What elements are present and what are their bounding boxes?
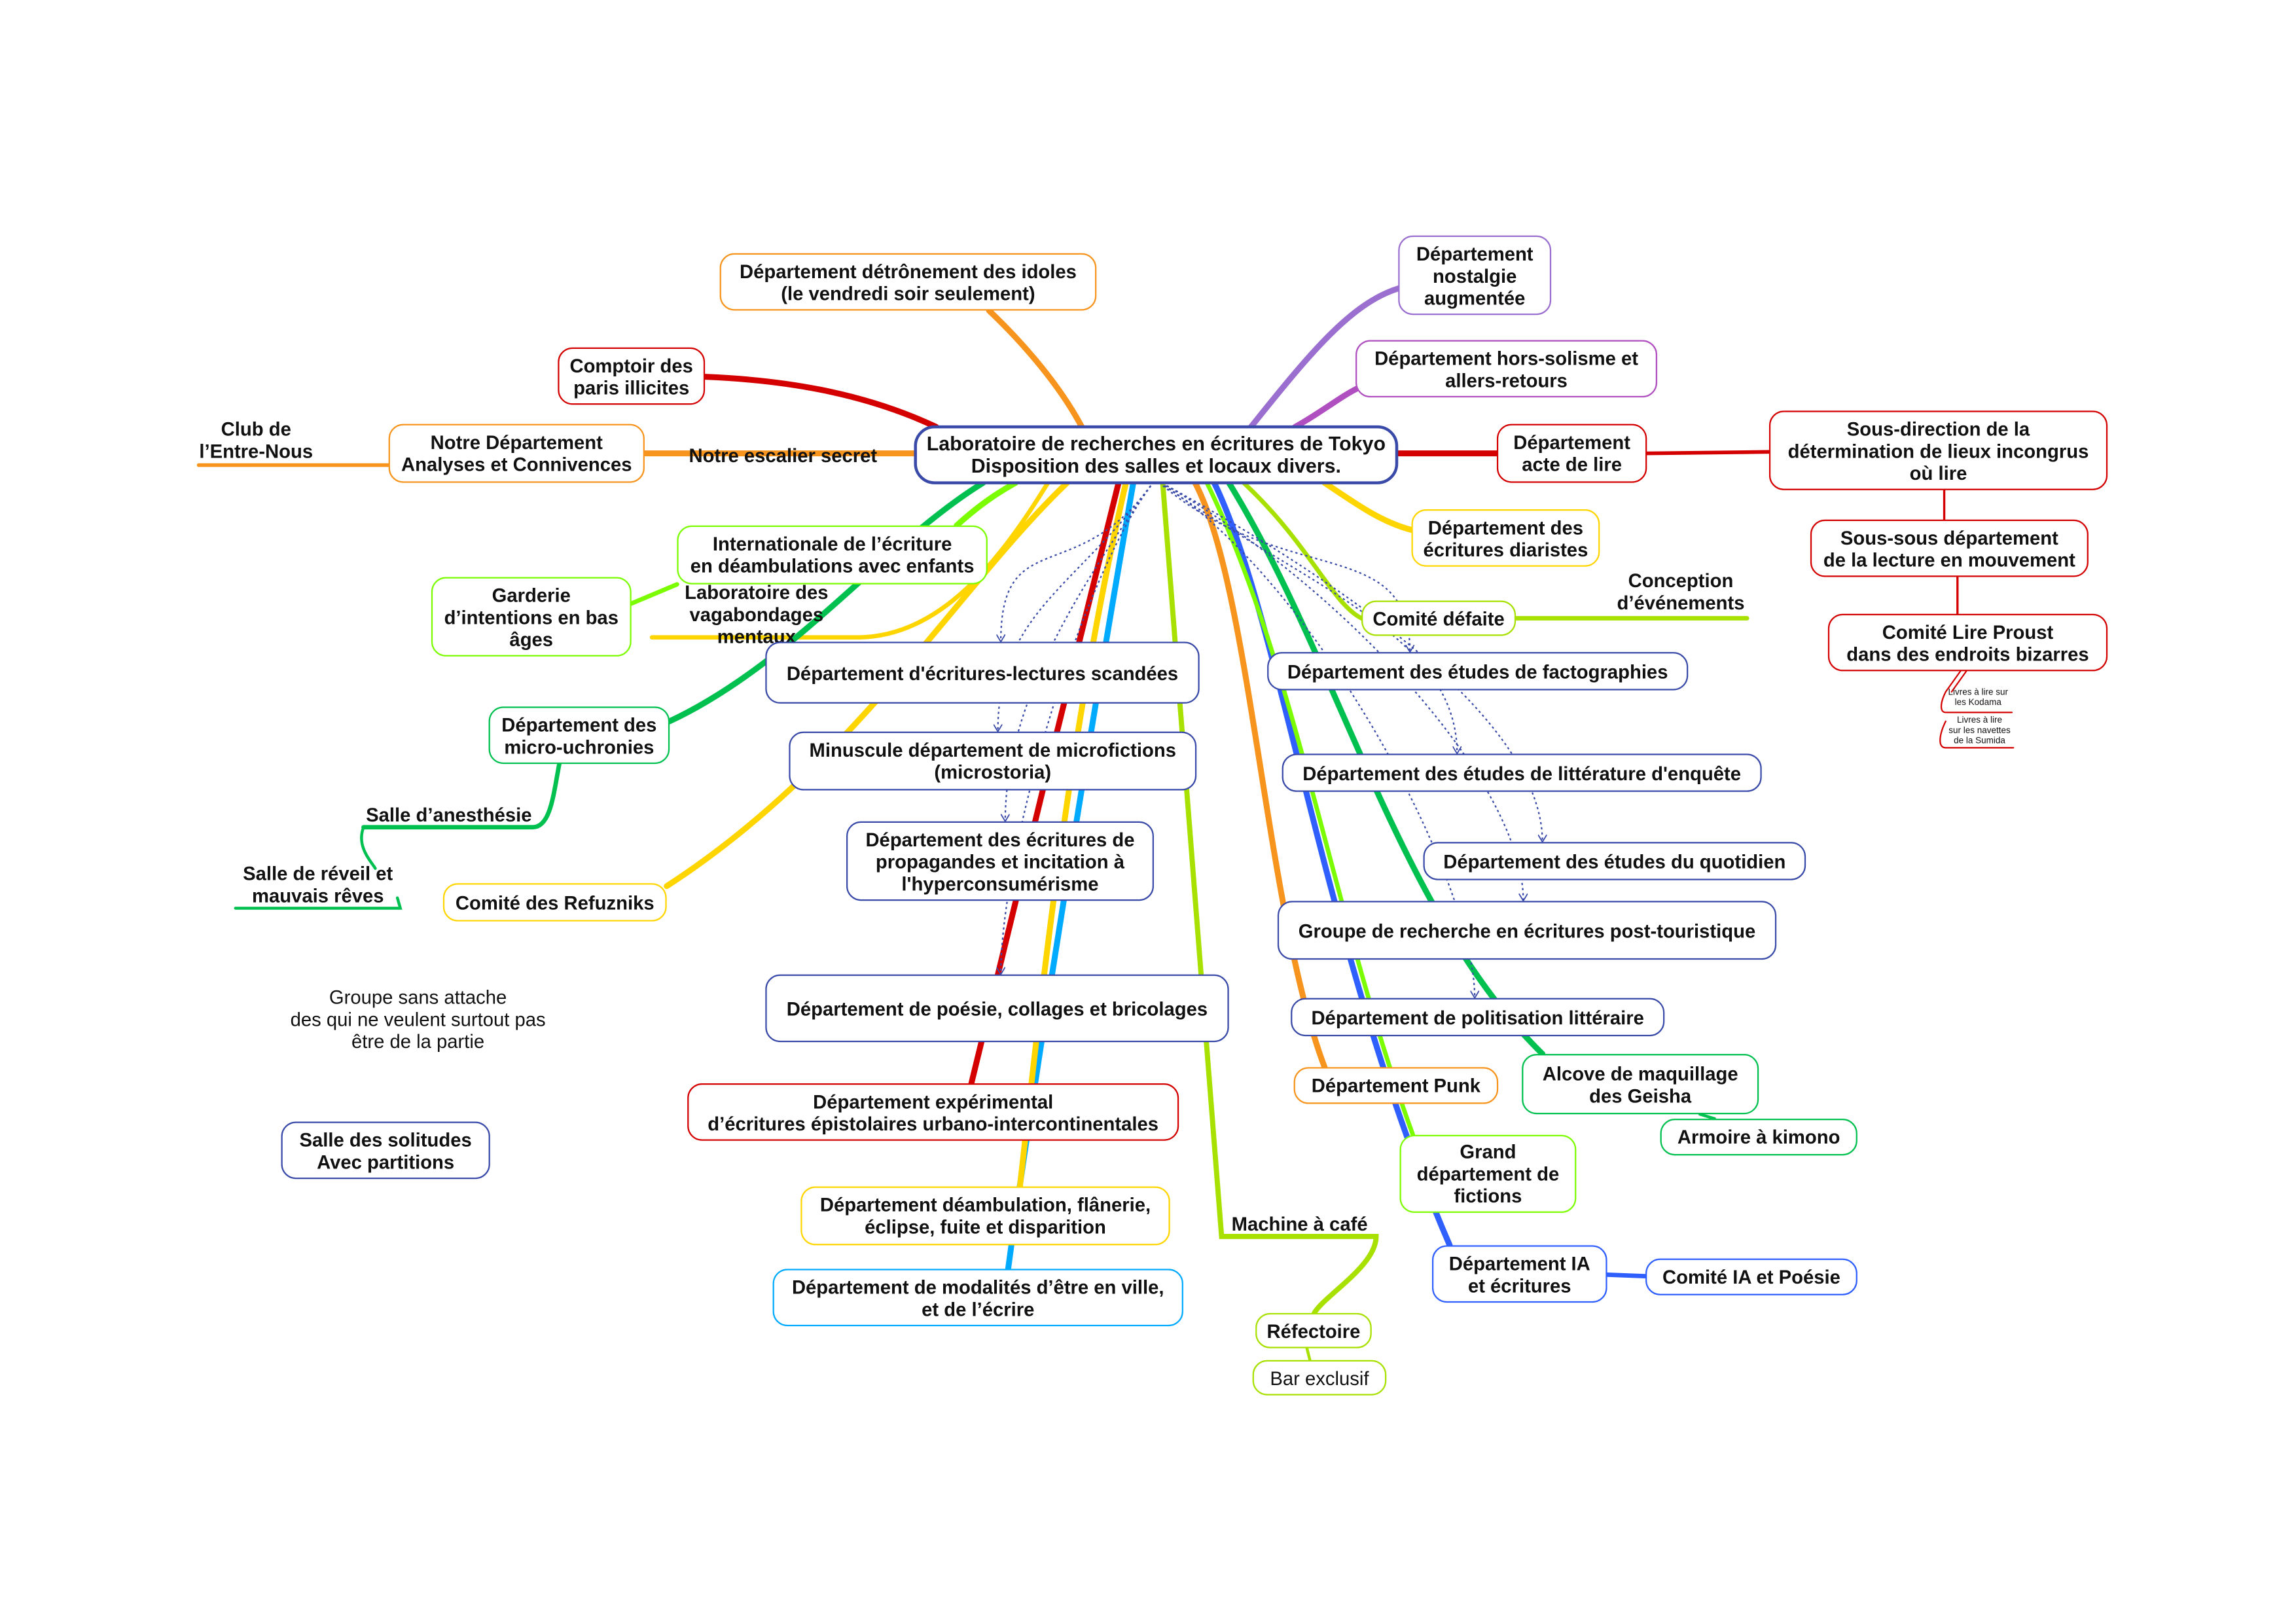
topic-defaite[interactable]: Comité défaite <box>1361 600 1516 636</box>
connector-line <box>234 896 403 910</box>
topic-scandees[interactable]: Département d'écritures-lectures scandée… <box>765 641 1200 704</box>
topic-punk[interactable]: Département Punk <box>1293 1067 1499 1104</box>
topic-cafe[interactable]: Machine à café <box>1231 1212 1368 1235</box>
connector-line <box>1247 285 1401 430</box>
topic-refuzniks[interactable]: Comité des Refuzniks <box>442 883 667 922</box>
connector-line <box>1192 480 1328 1070</box>
topic-anesthesie[interactable]: Salle d’anesthésie <box>366 803 532 825</box>
topic-nostalgie[interactable]: Département nostalgie augmentée <box>1398 235 1552 316</box>
topic-reveil[interactable]: Salle de réveil et mauvais rêves <box>243 861 393 907</box>
topic-club[interactable]: Club de l’Entre-Nous <box>199 418 314 463</box>
topic-bar[interactable]: Bar exclusif <box>1252 1360 1387 1396</box>
topic-sansattache[interactable]: Groupe sans attache des qui ne veulent s… <box>290 986 546 1053</box>
topic-kodama[interactable]: Livres à lire sur les Kodama <box>1948 688 2008 708</box>
topic-refectoire[interactable]: Réfectoire <box>1255 1312 1372 1348</box>
connector-line <box>1945 670 1967 693</box>
topic-kimono[interactable]: Armoire à kimono <box>1660 1119 1857 1156</box>
topic-sumida[interactable]: Livres à lire sur les navettes de la Sum… <box>1948 715 2011 746</box>
topic-quotidien[interactable]: Département des études du quotidien <box>1423 842 1806 880</box>
connector-line <box>629 582 679 606</box>
topic-ia[interactable]: Département IA et écritures <box>1431 1245 1607 1303</box>
connector-line <box>1605 1272 1648 1278</box>
topic-actelire[interactable]: Département acte de lire <box>1496 424 1647 483</box>
relation-arrow <box>1162 485 1410 652</box>
topic-enquete[interactable]: Département des études de littérature d'… <box>1282 753 1762 792</box>
topic-conception[interactable]: Conception d’événements <box>1617 569 1745 614</box>
topic-epistolaires[interactable]: Département expérimental d’écritures épi… <box>687 1083 1179 1141</box>
connector-line <box>1321 480 1415 533</box>
topic-horssolisme[interactable]: Département hors-solisme et allers-retou… <box>1355 340 1658 398</box>
topic-modalites[interactable]: Département de modalités d’être en ville… <box>772 1269 1183 1327</box>
connector-line <box>361 761 562 830</box>
connector-line <box>986 307 1085 430</box>
connector-line <box>1939 720 2015 749</box>
connector-line <box>666 480 986 725</box>
connector-line <box>1645 450 1771 456</box>
topic-fictions[interactable]: Grand département de fictions <box>1399 1134 1577 1213</box>
connector-line <box>1305 1346 1312 1362</box>
relation-arrow <box>1164 485 1475 998</box>
connector-line <box>1211 480 1453 1248</box>
connector-line <box>1698 1113 1716 1121</box>
topic-diaristes[interactable]: Département des écritures diaristes <box>1411 509 1600 567</box>
connector-line <box>360 825 377 870</box>
central-topic[interactable]: Laboratoire de recherches en écritures d… <box>914 425 1399 484</box>
topic-posttour[interactable]: Groupe de recherche en écritures post-to… <box>1277 901 1777 960</box>
connector-line <box>954 480 1019 529</box>
topic-propagandes[interactable]: Département des écritures de propagandes… <box>846 821 1154 901</box>
topic-idoles[interactable]: Département détrônement des idoles (le v… <box>719 253 1097 311</box>
connector-line <box>1241 480 1749 621</box>
connector-line <box>1940 691 2013 713</box>
topic-soussous[interactable]: Sous-sous département de la lecture en m… <box>1810 519 2089 577</box>
topic-proust[interactable]: Comité Lire Proust dans des endroits biz… <box>1827 613 2108 672</box>
topic-deambulation[interactable]: Département déambulation, flânerie, écli… <box>800 1186 1170 1246</box>
relation-arrow <box>1001 485 1152 975</box>
topic-analyses[interactable]: Notre Département Analyses et Connivence… <box>388 424 645 483</box>
topic-uchronies[interactable]: Département des micro-uchronies <box>488 706 670 765</box>
topic-poesie[interactable]: Département de poésie, collages et brico… <box>765 974 1229 1043</box>
connector-line <box>649 480 1050 640</box>
topic-solitudes[interactable]: Salle des solitudes Avec partitions <box>281 1121 490 1180</box>
connector-line <box>1292 386 1360 430</box>
connector-line <box>702 374 939 430</box>
topic-sousdir[interactable]: Sous-direction de la détermination de li… <box>1768 410 2108 490</box>
topic-vagabondages[interactable]: Laboratoire des vagabondages mentaux <box>685 581 829 647</box>
topic-comptoir[interactable]: Comptoir des paris illicites <box>558 347 706 405</box>
topic-microfictions[interactable]: Minuscule département de microfictions (… <box>789 731 1197 791</box>
topic-politisation[interactable]: Département de politisation littéraire <box>1291 998 1665 1037</box>
topic-factographies[interactable]: Département des études de factographies <box>1267 652 1689 691</box>
topic-internationale[interactable]: Internationale de l’écriture en déambula… <box>677 525 988 585</box>
topic-escalier[interactable]: Notre escalier secret <box>689 443 878 466</box>
topic-garderie[interactable]: Garderie d’intentions en bas âges <box>431 577 632 657</box>
topic-iapoesie[interactable]: Comité IA et Poésie <box>1645 1258 1857 1295</box>
topic-geisha[interactable]: Alcove de maquillage des Geisha <box>1522 1054 1759 1115</box>
